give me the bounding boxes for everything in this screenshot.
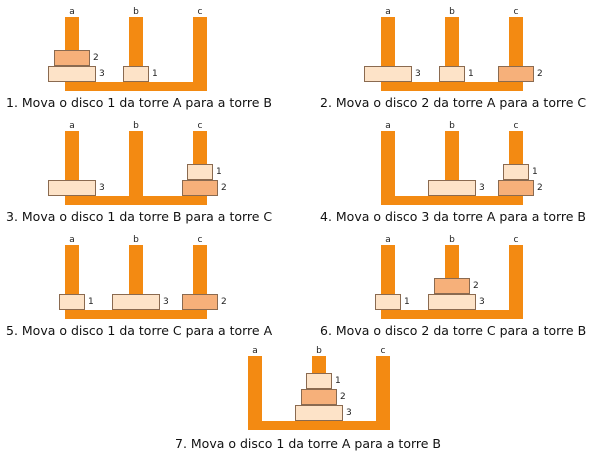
tower-label: b [133, 235, 139, 245]
disk-number: 2 [537, 69, 543, 79]
disk-1 [375, 294, 401, 310]
tower-peg-c [376, 356, 390, 430]
tower-label: c [513, 7, 519, 17]
disk-2 [182, 180, 218, 196]
disk-number: 1 [532, 167, 538, 177]
disk-2 [301, 389, 337, 405]
disk-3 [364, 66, 412, 82]
step-caption-3: 3. Mova o disco 1 da torre B para a torr… [6, 209, 273, 224]
tower-label: c [380, 346, 386, 356]
tower-label: a [69, 7, 75, 17]
tower-label: b [449, 7, 455, 17]
disk-number: 2 [93, 53, 99, 63]
tower-label: a [385, 7, 391, 17]
tower-peg-a [381, 131, 395, 205]
tower-label: a [385, 235, 391, 245]
tower-label: a [252, 346, 258, 356]
step-panel-4: a b c 3 2 1 [364, 121, 564, 233]
step-panel-2: a b c 3 1 2 [364, 7, 564, 119]
disk-3 [48, 180, 96, 196]
tower-label: b [133, 7, 139, 17]
disk-1 [123, 66, 149, 82]
disk-number: 2 [473, 281, 479, 291]
disk-2 [498, 180, 534, 196]
step-caption-1: 1. Mova o disco 1 da torre A para a torr… [6, 95, 272, 110]
disk-2 [434, 278, 470, 294]
tower-label: b [449, 121, 455, 131]
tower-label: a [69, 121, 75, 131]
disk-2 [498, 66, 534, 82]
tower-peg-a [248, 356, 262, 430]
tower-label: a [385, 121, 391, 131]
disk-1 [439, 66, 465, 82]
disk-3 [428, 180, 476, 196]
disk-1 [306, 373, 332, 389]
tower-label: b [133, 121, 139, 131]
tower-label: b [316, 346, 322, 356]
disk-number: 3 [163, 297, 169, 307]
step-panel-5: a b c 1 3 2 [48, 235, 248, 347]
disk-number: 1 [468, 69, 474, 79]
disk-3 [112, 294, 160, 310]
tower-label: a [69, 235, 75, 245]
disk-number: 2 [221, 297, 227, 307]
disk-2 [54, 50, 90, 66]
disk-number: 2 [221, 183, 227, 193]
disk-number: 3 [99, 69, 105, 79]
disk-number: 2 [537, 183, 543, 193]
tower-label: c [197, 235, 203, 245]
step-caption-6: 6. Mova o disco 2 da torre C para a torr… [320, 323, 587, 338]
step-panel-3: a b c 3 2 1 [48, 121, 248, 233]
tower-label: c [513, 121, 519, 131]
disk-number: 3 [415, 69, 421, 79]
step-caption-7: 7. Mova o disco 1 da torre A para a torr… [175, 436, 441, 451]
tower-peg-c [193, 17, 207, 91]
disk-1 [187, 164, 213, 180]
disk-number: 2 [340, 392, 346, 402]
disk-number: 1 [404, 297, 410, 307]
disk-number: 1 [152, 69, 158, 79]
disk-number: 1 [88, 297, 94, 307]
tower-peg-b [129, 131, 143, 205]
disk-number: 3 [99, 183, 105, 193]
disk-2 [182, 294, 218, 310]
disk-1 [503, 164, 529, 180]
disk-number: 3 [479, 183, 485, 193]
disk-number: 3 [346, 408, 352, 418]
disk-3 [428, 294, 476, 310]
tower-peg-c [509, 245, 523, 319]
step-caption-4: 4. Mova o disco 3 da torre A para a torr… [320, 209, 586, 224]
disk-number: 3 [479, 297, 485, 307]
disk-number: 1 [335, 376, 341, 386]
disk-1 [59, 294, 85, 310]
disk-3 [295, 405, 343, 421]
step-caption-5: 5. Mova o disco 1 da torre C para a torr… [6, 323, 273, 338]
tower-label: c [197, 121, 203, 131]
tower-label: b [449, 235, 455, 245]
tower-label: c [513, 235, 519, 245]
step-caption-2: 2. Mova o disco 2 da torre A para a torr… [320, 95, 587, 110]
disk-number: 1 [216, 167, 222, 177]
tower-label: c [197, 7, 203, 17]
disk-3 [48, 66, 96, 82]
